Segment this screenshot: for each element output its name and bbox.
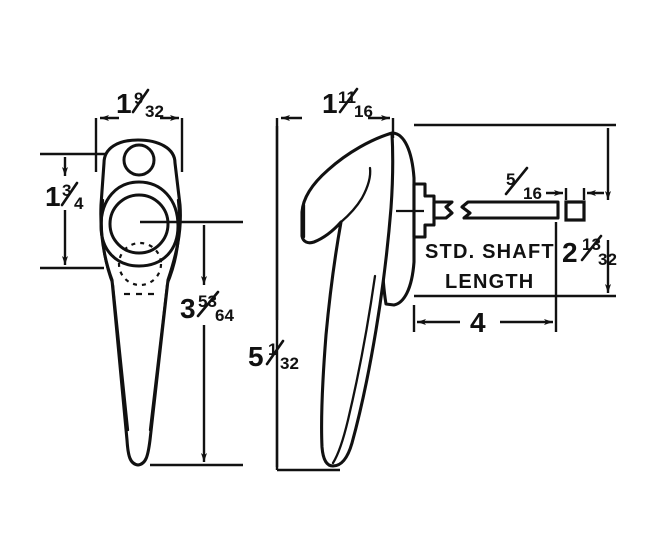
side-view-lever-body — [300, 131, 395, 468]
dim-front-plate-height-denominator: 4 — [74, 194, 84, 213]
shaft-note-line-1: STD. SHAFT — [425, 241, 555, 263]
side-view-lever-inner-edge — [339, 166, 372, 224]
dim-side-overall-height: 5 1 32 — [248, 126, 340, 472]
dim-side-projection-numerator: 11 — [338, 88, 356, 107]
dim-front-overall-height-denominator: 64 — [215, 306, 234, 325]
side-view-lever-relief-line — [331, 274, 377, 465]
dim-front-overall-height: 3 53 64 — [140, 220, 243, 467]
front-view-screw-hole — [122, 143, 156, 177]
dim-side-projection-denominator: 16 — [354, 102, 373, 121]
front-view-hub-shoulder — [99, 180, 180, 268]
shaft-note-line-2: LENGTH — [445, 271, 534, 293]
side-view-shaft-segment-far — [460, 200, 560, 220]
dim-plate-height-numerator: 13 — [582, 235, 601, 254]
dim-side-overall-height-denominator: 32 — [280, 354, 299, 373]
dim-front-overall-height-numerator: 53 — [198, 292, 217, 311]
front-view-right-relief-line — [148, 198, 181, 432]
dim-plate-height-whole: 2 — [562, 237, 578, 268]
side-view-shaft-segment-near — [432, 200, 454, 220]
side-view-group — [300, 131, 586, 468]
dim-front-width: 1 9 32 — [94, 88, 184, 172]
dim-front-overall-height-whole: 3 — [180, 293, 196, 324]
dim-shaft-thickness: 5 16 — [504, 166, 604, 203]
dim-side-overall-height-whole: 5 — [248, 341, 264, 372]
dim-shaft-length-value: 4 — [470, 307, 486, 338]
dim-front-plate-height-numerator: 3 — [62, 181, 71, 200]
dim-front-plate-height: 1 3 4 — [40, 152, 106, 270]
dim-side-projection-whole: 1 — [322, 88, 338, 119]
front-view-group — [99, 138, 182, 467]
dim-shaft-thickness-denominator: 16 — [523, 184, 542, 203]
front-view-hidden-circle — [117, 241, 163, 287]
front-view-body-outline — [99, 138, 182, 467]
dim-shaft-length: 4 — [412, 222, 558, 338]
dim-front-width-denominator: 32 — [145, 102, 164, 121]
dim-plate-height-denominator: 32 — [598, 250, 617, 269]
dim-side-overall-height-numerator: 1 — [268, 340, 277, 359]
shaft-length-note: STD. SHAFT LENGTH — [425, 241, 555, 293]
dim-front-width-numerator: 9 — [134, 89, 143, 108]
dim-front-plate-height-whole: 1 — [45, 181, 61, 212]
dim-shaft-thickness-numerator: 5 — [506, 170, 515, 189]
dim-front-width-whole: 1 — [116, 88, 132, 119]
front-view-hub-circle — [108, 193, 170, 255]
side-view-shaft-cross-section — [564, 200, 586, 222]
dim-plate-height: 2 13 32 — [414, 123, 617, 298]
